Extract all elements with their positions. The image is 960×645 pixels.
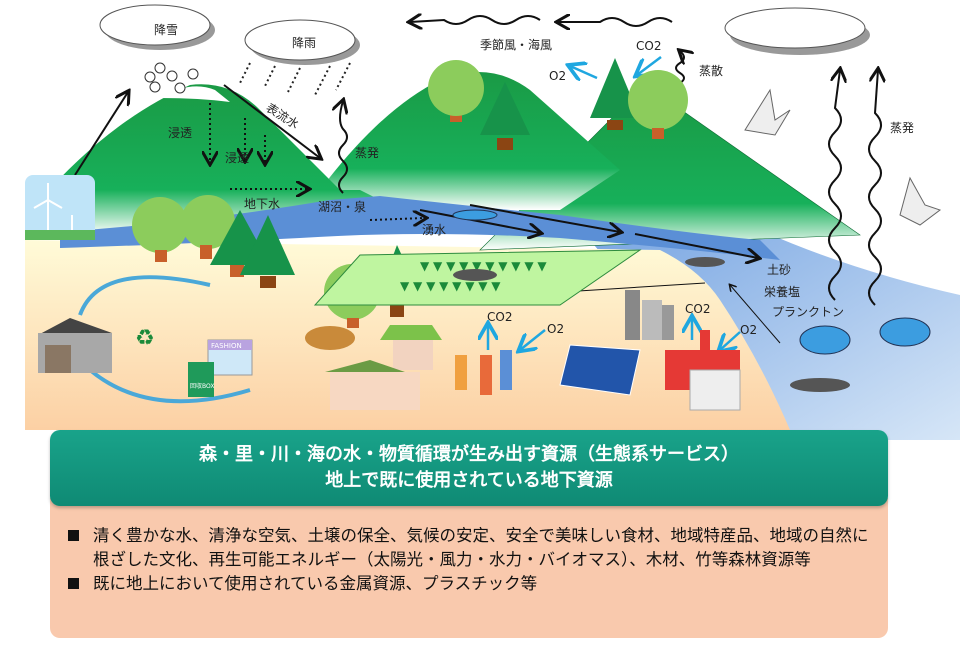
bullet-square-icon [68, 578, 79, 589]
svg-text:▼ ▼ ▼ ▼ ▼ ▼ ▼ ▼: ▼ ▼ ▼ ▼ ▼ ▼ ▼ ▼ [400, 279, 501, 293]
water-material-cycle-illustration: ▼ ▼ ▼ ▼ ▼ ▼ ▼ ▼ ▼ ▼ ▼ ▼ ▼ ▼ ▼ ▼ ▼ ▼ ♻ FAS… [25, 4, 960, 440]
cloud-snow [99, 4, 215, 50]
warehouse-icon [38, 318, 112, 373]
label-evaporation-sea: 蒸発 [890, 121, 914, 135]
factory-icon [665, 330, 741, 411]
bullet-text: 既に地上において使用されている金属資源、プラスチック等 [93, 574, 538, 593]
label-plankton: プランクトン [772, 305, 844, 319]
label-co2-mountain: CO2 [636, 39, 661, 53]
surface-water-arrow [223, 84, 320, 158]
label-infiltration-2: 浸透 [225, 151, 249, 165]
wind-arrow-2 [558, 18, 673, 26]
wind-turbine-up-arrow [74, 92, 128, 176]
bullet-existing-resources: 既に地上において使用されている金属資源、プラスチック等 [68, 572, 872, 596]
sea-evaporation-arrow-2 [868, 70, 881, 306]
bullet-ecosystem-services: 清く豊かな水、清浄な空気、土壌の保全、気候の安定、安全で美味しい食材、地域特産品… [68, 524, 872, 572]
bullet-text: 清く豊かな水、清浄な空気、土壌の保全、気候の安定、安全で美味しい食材、地域特産品… [93, 526, 869, 569]
eel-icons [453, 257, 850, 392]
evaporation-wavy-arrow [339, 101, 347, 194]
wind-arrow-1 [410, 16, 541, 24]
label-spring-water: 湧水 [422, 223, 446, 237]
svg-text:♻: ♻ [135, 326, 155, 351]
mountain-left [40, 84, 410, 236]
banner-title-line-2: 地上で既に使用されている地下資源 [325, 470, 613, 491]
label-transpiration: 蒸散 [699, 63, 723, 78]
label-infiltration-1: 浸透 [168, 126, 192, 140]
seagull-icons [744, 88, 942, 226]
label-rain: 降雨 [292, 36, 316, 50]
label-co2-factory: CO2 [685, 302, 710, 316]
houses [305, 325, 442, 410]
rice-sprouts: ▼ ▼ ▼ ▼ ▼ ▼ ▼ ▼ ▼ ▼ ▼ ▼ ▼ ▼ ▼ ▼ ▼ ▼ [400, 259, 547, 293]
cloud-sea [724, 7, 870, 55]
label-o2-mountain: O2 [549, 69, 566, 83]
bullet-square-icon [68, 530, 79, 541]
sea-evaporation-arrow-1 [828, 70, 841, 301]
rain-lines [239, 62, 351, 96]
fashion-shop-icon: FASHION [207, 339, 253, 376]
label-co2-village: CO2 [487, 310, 512, 324]
city-buildings-icon [625, 290, 674, 340]
label-sediment: 土砂 [767, 263, 791, 277]
label-lake-spring: 湖沼・泉 [318, 199, 366, 214]
family-icon [455, 350, 512, 395]
svg-text:▼ ▼ ▼ ▼ ▼ ▼ ▼ ▼ ▼ ▼: ▼ ▼ ▼ ▼ ▼ ▼ ▼ ▼ ▼ ▼ [420, 259, 547, 273]
fashion-shop-sign: FASHION [211, 342, 242, 350]
solar-panels-icon [559, 344, 641, 396]
recycle-icon: ♻ [135, 326, 155, 351]
label-nutrients: 栄養塩 [764, 284, 800, 299]
wind-turbine-icon [25, 175, 95, 240]
banner-title-line-1: 森・里・川・海の水・物質循環が生み出す資源（生態系サービス） [199, 444, 739, 465]
river [60, 196, 780, 260]
label-o2-sea: O2 [740, 323, 757, 337]
resources-title-banner: 森・里・川・海の水・物質循環が生み出す資源（生態系サービス） 地上で既に使用され… [50, 430, 888, 506]
label-snow: 降雪 [154, 23, 178, 37]
label-groundwater: 地下水 [244, 197, 280, 211]
snowflakes [144, 62, 199, 94]
label-monsoon-sea-breeze: 季節風・海風 [480, 37, 552, 52]
recycle-cycle-arrows [78, 275, 251, 404]
collection-box-icon: 回収BOX [188, 362, 214, 397]
cloud-rain [244, 19, 360, 65]
resources-description-panel: 清く豊かな水、清浄な空気、土壌の保全、気候の安定、安全で美味しい食材、地域特産品… [50, 498, 888, 638]
label-evaporation-river: 蒸発 [355, 146, 379, 160]
mountain-middle [320, 72, 620, 210]
collection-box-label: 回収BOX [190, 383, 214, 390]
label-o2-village: O2 [547, 322, 564, 336]
fish-icons [452, 209, 931, 355]
trees [132, 58, 688, 328]
